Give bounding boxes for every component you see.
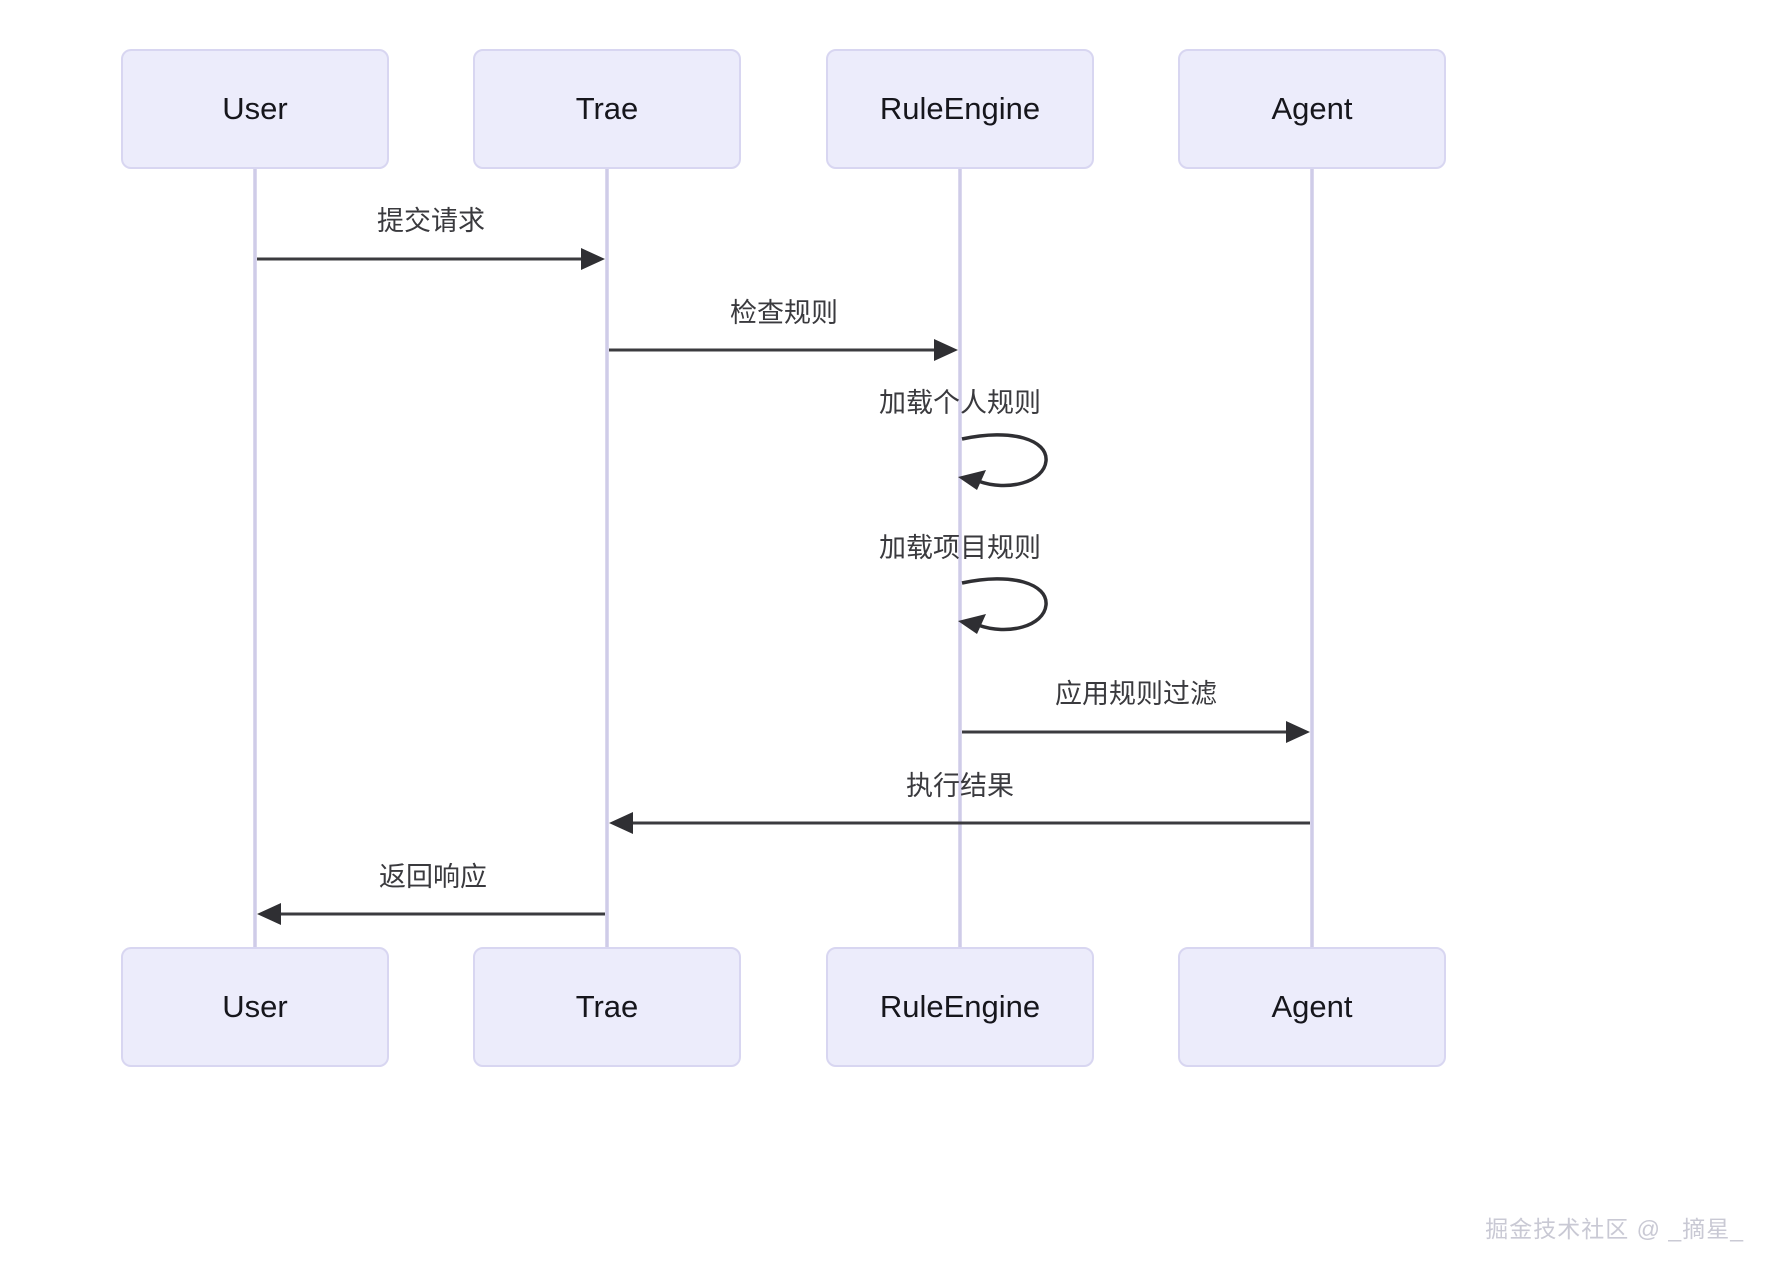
participant-box[interactable] [121, 947, 389, 1067]
arrow-head-left-icon [958, 614, 986, 634]
message-label: 加载项目规则 [879, 533, 1041, 563]
participant-label: User [222, 989, 287, 1024]
participant-label: Trae [576, 989, 639, 1024]
self-loop-arc[interactable] [961, 577, 1048, 632]
participant-box[interactable] [826, 49, 1094, 169]
arrow-head-left-icon [609, 812, 633, 834]
participants-bottom: User Trae RuleEngine Agent [121, 947, 1446, 1067]
participant-top-agent[interactable]: Agent [1178, 49, 1446, 169]
participant-box[interactable] [473, 49, 741, 169]
arrow-head-right-icon [934, 339, 958, 361]
participant-top-user[interactable]: User [121, 49, 389, 169]
participant-box[interactable] [1178, 947, 1446, 1067]
participant-box[interactable] [1178, 49, 1446, 169]
participant-bottom-trae[interactable]: Trae [473, 947, 741, 1067]
participant-top-ruleengine[interactable]: RuleEngine [826, 49, 1094, 169]
participants-top: User Trae RuleEngine Agent [121, 49, 1446, 169]
message-7-return-response[interactable]: 返回响应 [257, 862, 605, 925]
message-label: 应用规则过滤 [1055, 679, 1217, 709]
arrow-head-left-icon [958, 470, 986, 490]
self-loop-arc[interactable] [961, 433, 1048, 488]
arrow-head-right-icon [1286, 721, 1310, 743]
arrow-head-left-icon [257, 903, 281, 925]
message-label: 执行结果 [906, 771, 1014, 801]
message-label: 返回响应 [379, 862, 487, 892]
participant-box[interactable] [121, 49, 389, 169]
participant-label: RuleEngine [880, 91, 1040, 126]
participant-bottom-user[interactable]: User [121, 947, 389, 1067]
message-label: 加载个人规则 [879, 388, 1041, 418]
participant-label: Agent [1271, 989, 1352, 1024]
participant-label: RuleEngine [880, 989, 1040, 1024]
message-2-check-rules[interactable]: 检查规则 [609, 298, 958, 361]
message-label: 检查规则 [730, 298, 838, 328]
message-3-load-personal-rules[interactable]: 加载个人规则 [879, 388, 1048, 490]
message-6-execution-result[interactable]: 执行结果 [609, 771, 1310, 834]
arrow-head-right-icon [581, 248, 605, 270]
participant-box[interactable] [473, 947, 741, 1067]
message-5-apply-rule-filter[interactable]: 应用规则过滤 [962, 679, 1310, 743]
participant-label: Trae [576, 91, 639, 126]
message-label: 提交请求 [377, 206, 485, 236]
participant-bottom-ruleengine[interactable]: RuleEngine [826, 947, 1094, 1067]
watermark: 掘金技术社区 @ _摘星_ [1485, 1216, 1744, 1242]
participant-bottom-agent[interactable]: Agent [1178, 947, 1446, 1067]
message-1-submit-request[interactable]: 提交请求 [257, 206, 605, 270]
message-4-load-project-rules[interactable]: 加载项目规则 [879, 533, 1048, 634]
participant-label: User [222, 91, 287, 126]
participant-top-trae[interactable]: Trae [473, 49, 741, 169]
participant-box[interactable] [826, 947, 1094, 1067]
lifelines-layer [253, 168, 1314, 948]
participant-label: Agent [1271, 91, 1352, 126]
